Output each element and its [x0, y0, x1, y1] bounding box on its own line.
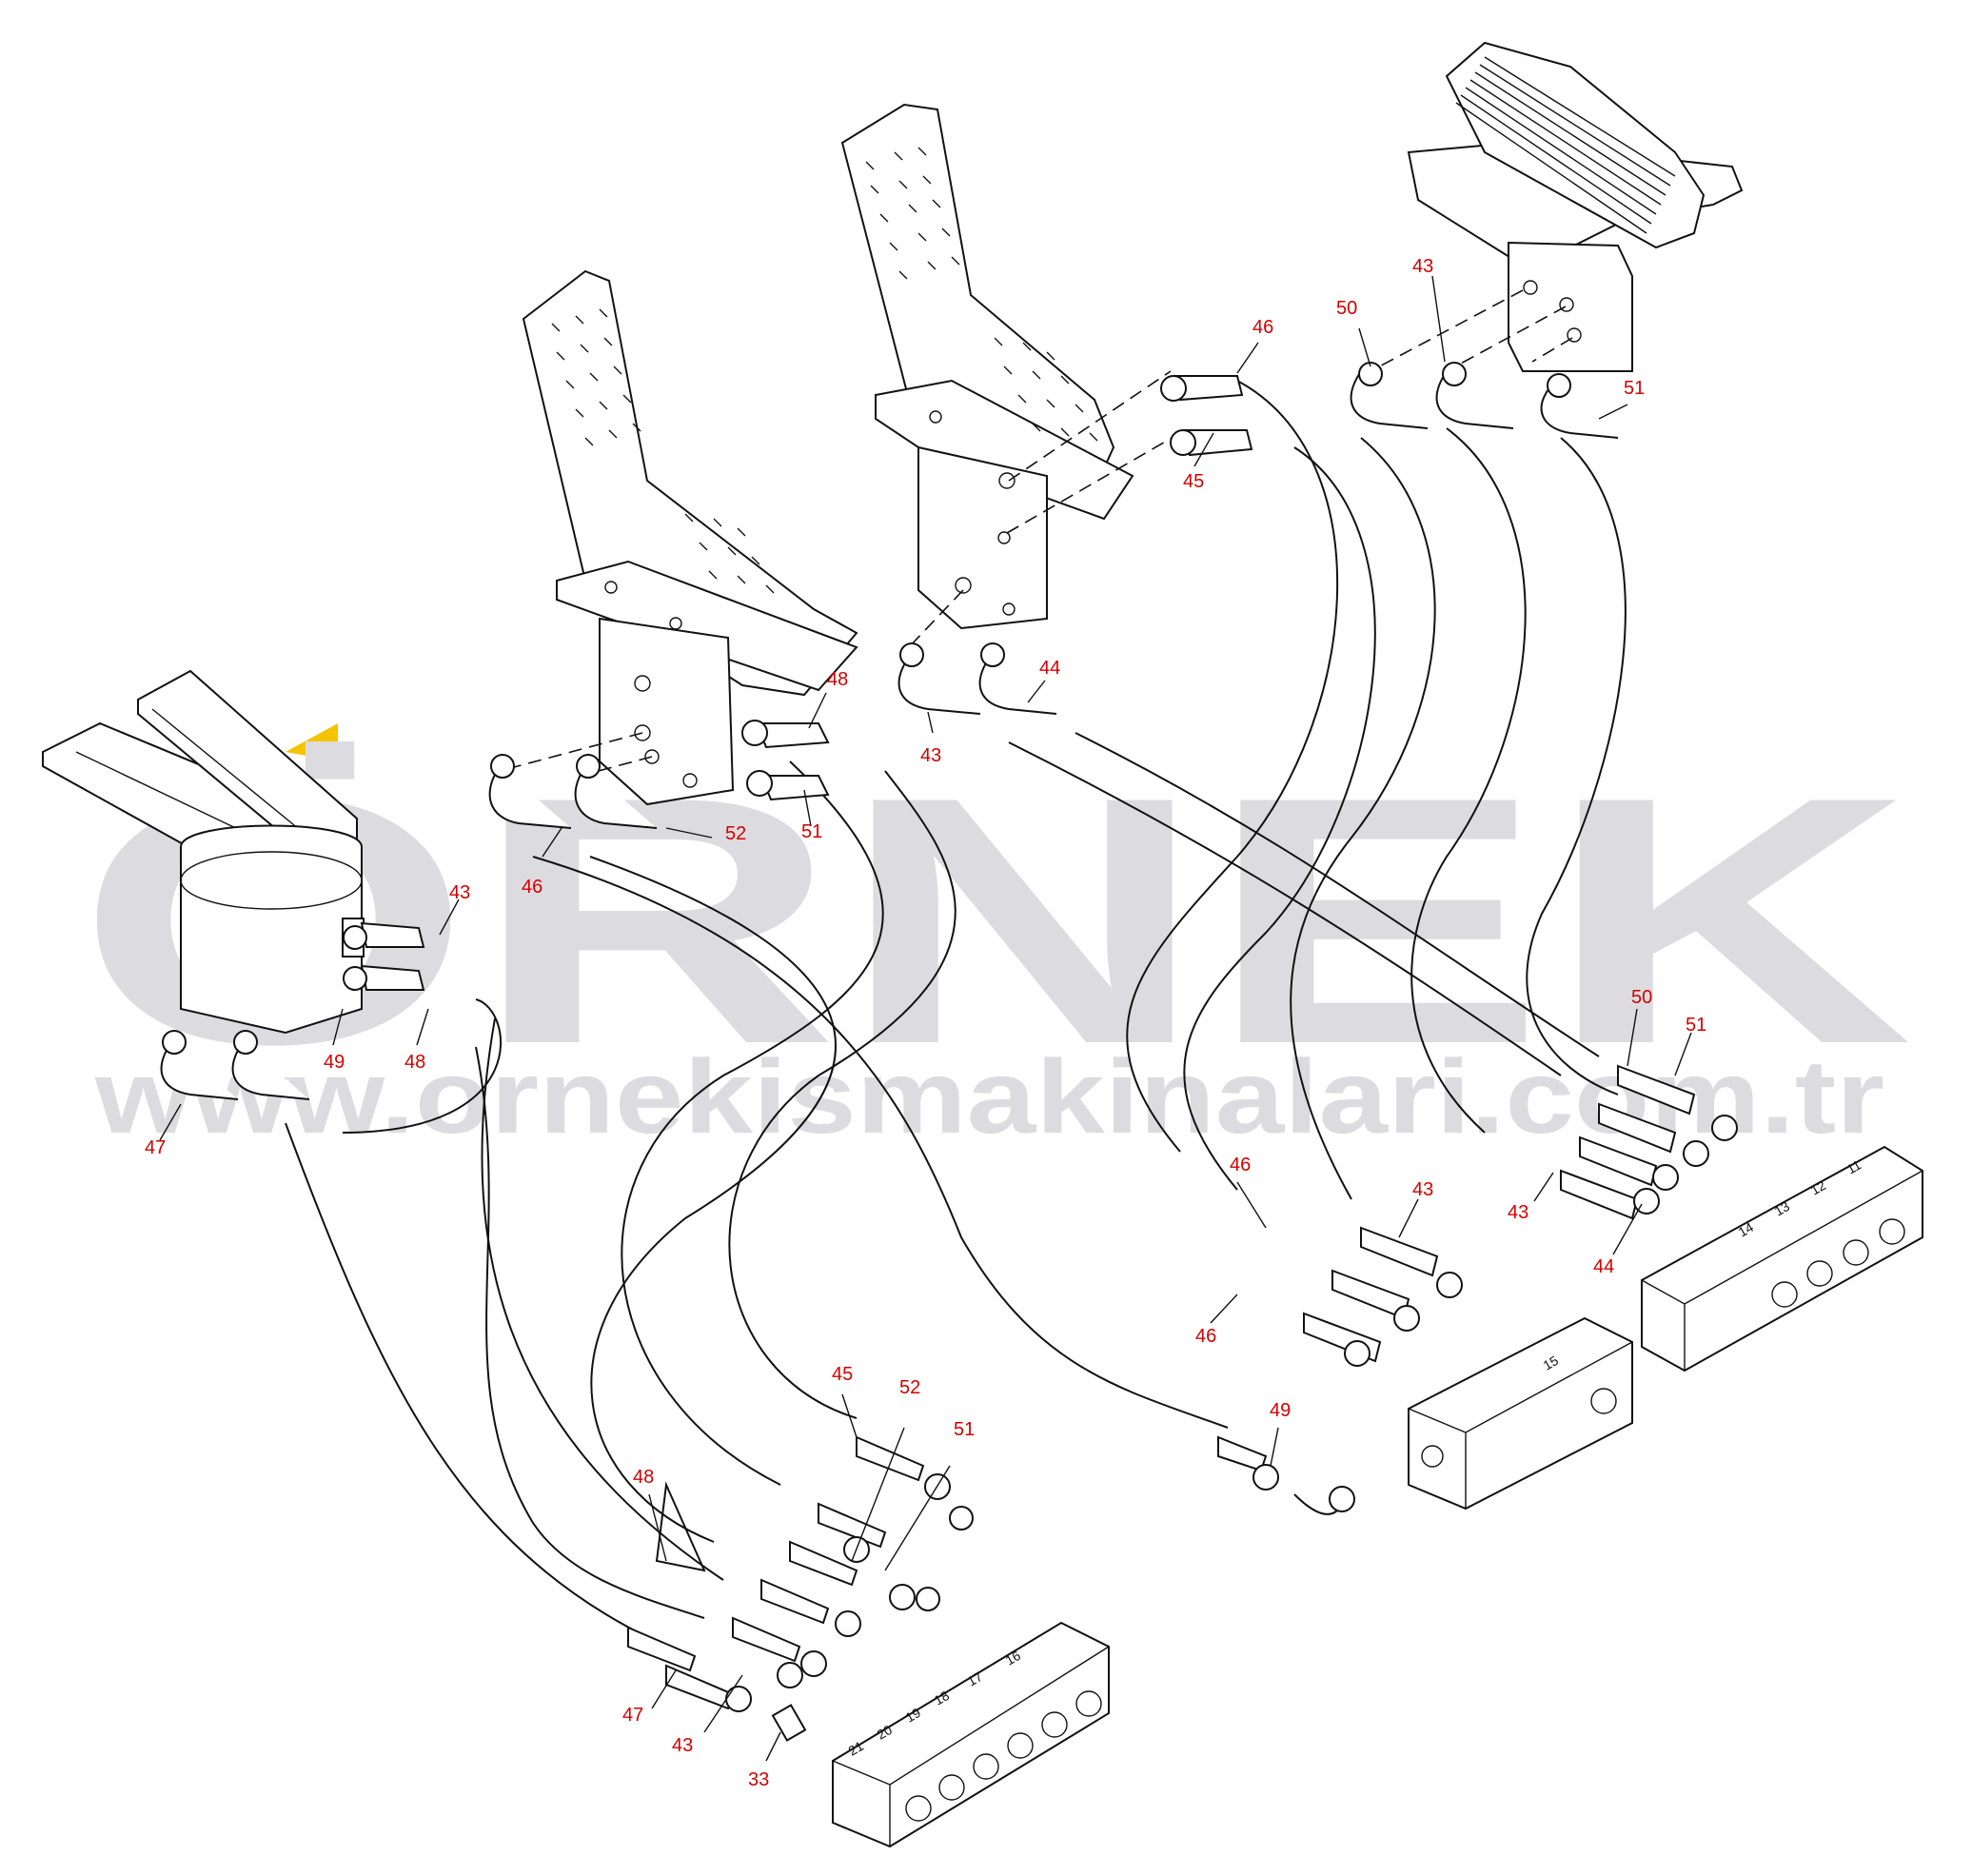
callout-label: 43	[920, 745, 941, 766]
watermark: ÖRNEK www.ornekismakinalari.com.tr	[76, 723, 1913, 1155]
tread-marks-2	[551, 308, 775, 594]
callout-label: 51	[1686, 1015, 1706, 1036]
callout-label: 33	[748, 1769, 769, 1790]
port-label-20: 20	[875, 1722, 896, 1743]
port-label-13: 13	[1772, 1198, 1793, 1219]
callout-label: 44	[1593, 1256, 1614, 1277]
tread-marks	[865, 147, 1098, 442]
callout-label: 51	[801, 821, 822, 842]
fittings-left	[627, 1435, 974, 1742]
pedal-middle-lower	[499, 269, 858, 806]
callout-label: 48	[633, 1467, 654, 1488]
callout-label: 51	[1624, 378, 1645, 399]
callout-label: 43	[1412, 1179, 1433, 1200]
callout-label: 47	[622, 1705, 643, 1726]
callout-label: 45	[832, 1364, 853, 1385]
port-label-16: 16	[1003, 1648, 1024, 1669]
callout-label: 46	[1252, 317, 1273, 338]
watermark-url: www.ornekismakinalari.com.tr	[94, 1038, 1884, 1155]
callout-label: 44	[1039, 658, 1060, 679]
callout-label: 43	[449, 882, 470, 903]
pedal-twin-valve	[42, 669, 365, 1035]
pedal-grooves	[1455, 56, 1676, 234]
callout-label: 43	[1508, 1202, 1528, 1223]
callout-label: 50	[1631, 987, 1652, 1008]
callout-label: 49	[324, 1052, 345, 1073]
hose-lines	[285, 380, 1627, 1638]
fittings-middle	[1217, 1226, 1463, 1515]
callout-label: 46	[522, 877, 542, 898]
block-b: 15	[1408, 1316, 1633, 1511]
callout-label: 48	[404, 1052, 425, 1073]
callout-label: 51	[954, 1419, 975, 1440]
port-label-18: 18	[932, 1688, 953, 1708]
port-label-19: 19	[903, 1705, 924, 1726]
block-a: 14 13 12 11	[1641, 1145, 1923, 1372]
hose-fittings	[160, 362, 1619, 1100]
pedal-grooved	[1370, 41, 1744, 372]
callout-label: 43	[672, 1735, 693, 1756]
callout-label: 52	[725, 823, 746, 844]
port-label-17: 17	[965, 1669, 986, 1689]
callouts: 43 50 51 46 45 44 43 48 51 52 46 43 49 4…	[145, 256, 1706, 1790]
fittings-right	[1560, 1064, 1738, 1220]
port-label-21: 21	[846, 1738, 867, 1759]
port-label-15: 15	[1541, 1353, 1562, 1373]
callout-leaders	[159, 275, 1692, 1762]
callout-label: 49	[1270, 1400, 1291, 1421]
block-c: 21 20 19 18 17 16	[832, 1621, 1110, 1848]
port-label-14: 14	[1736, 1219, 1757, 1240]
watermark-brand: ÖRNEK	[76, 724, 1913, 1117]
callout-label: 46	[1230, 1155, 1251, 1175]
lower-fittings	[627, 1064, 1738, 1742]
callout-label: 43	[1412, 256, 1433, 277]
callout-label: 45	[1183, 471, 1204, 492]
callout-label: 50	[1336, 298, 1357, 319]
pedal-middle-upper	[840, 103, 1181, 648]
watermark-accent	[286, 723, 338, 761]
port-label-11: 11	[1844, 1156, 1864, 1176]
callout-label: 46	[1195, 1326, 1216, 1347]
callout-label: 48	[827, 669, 848, 690]
callout-label: 47	[145, 1137, 166, 1158]
callout-label: 52	[899, 1377, 920, 1398]
port-label-12: 12	[1808, 1177, 1829, 1198]
